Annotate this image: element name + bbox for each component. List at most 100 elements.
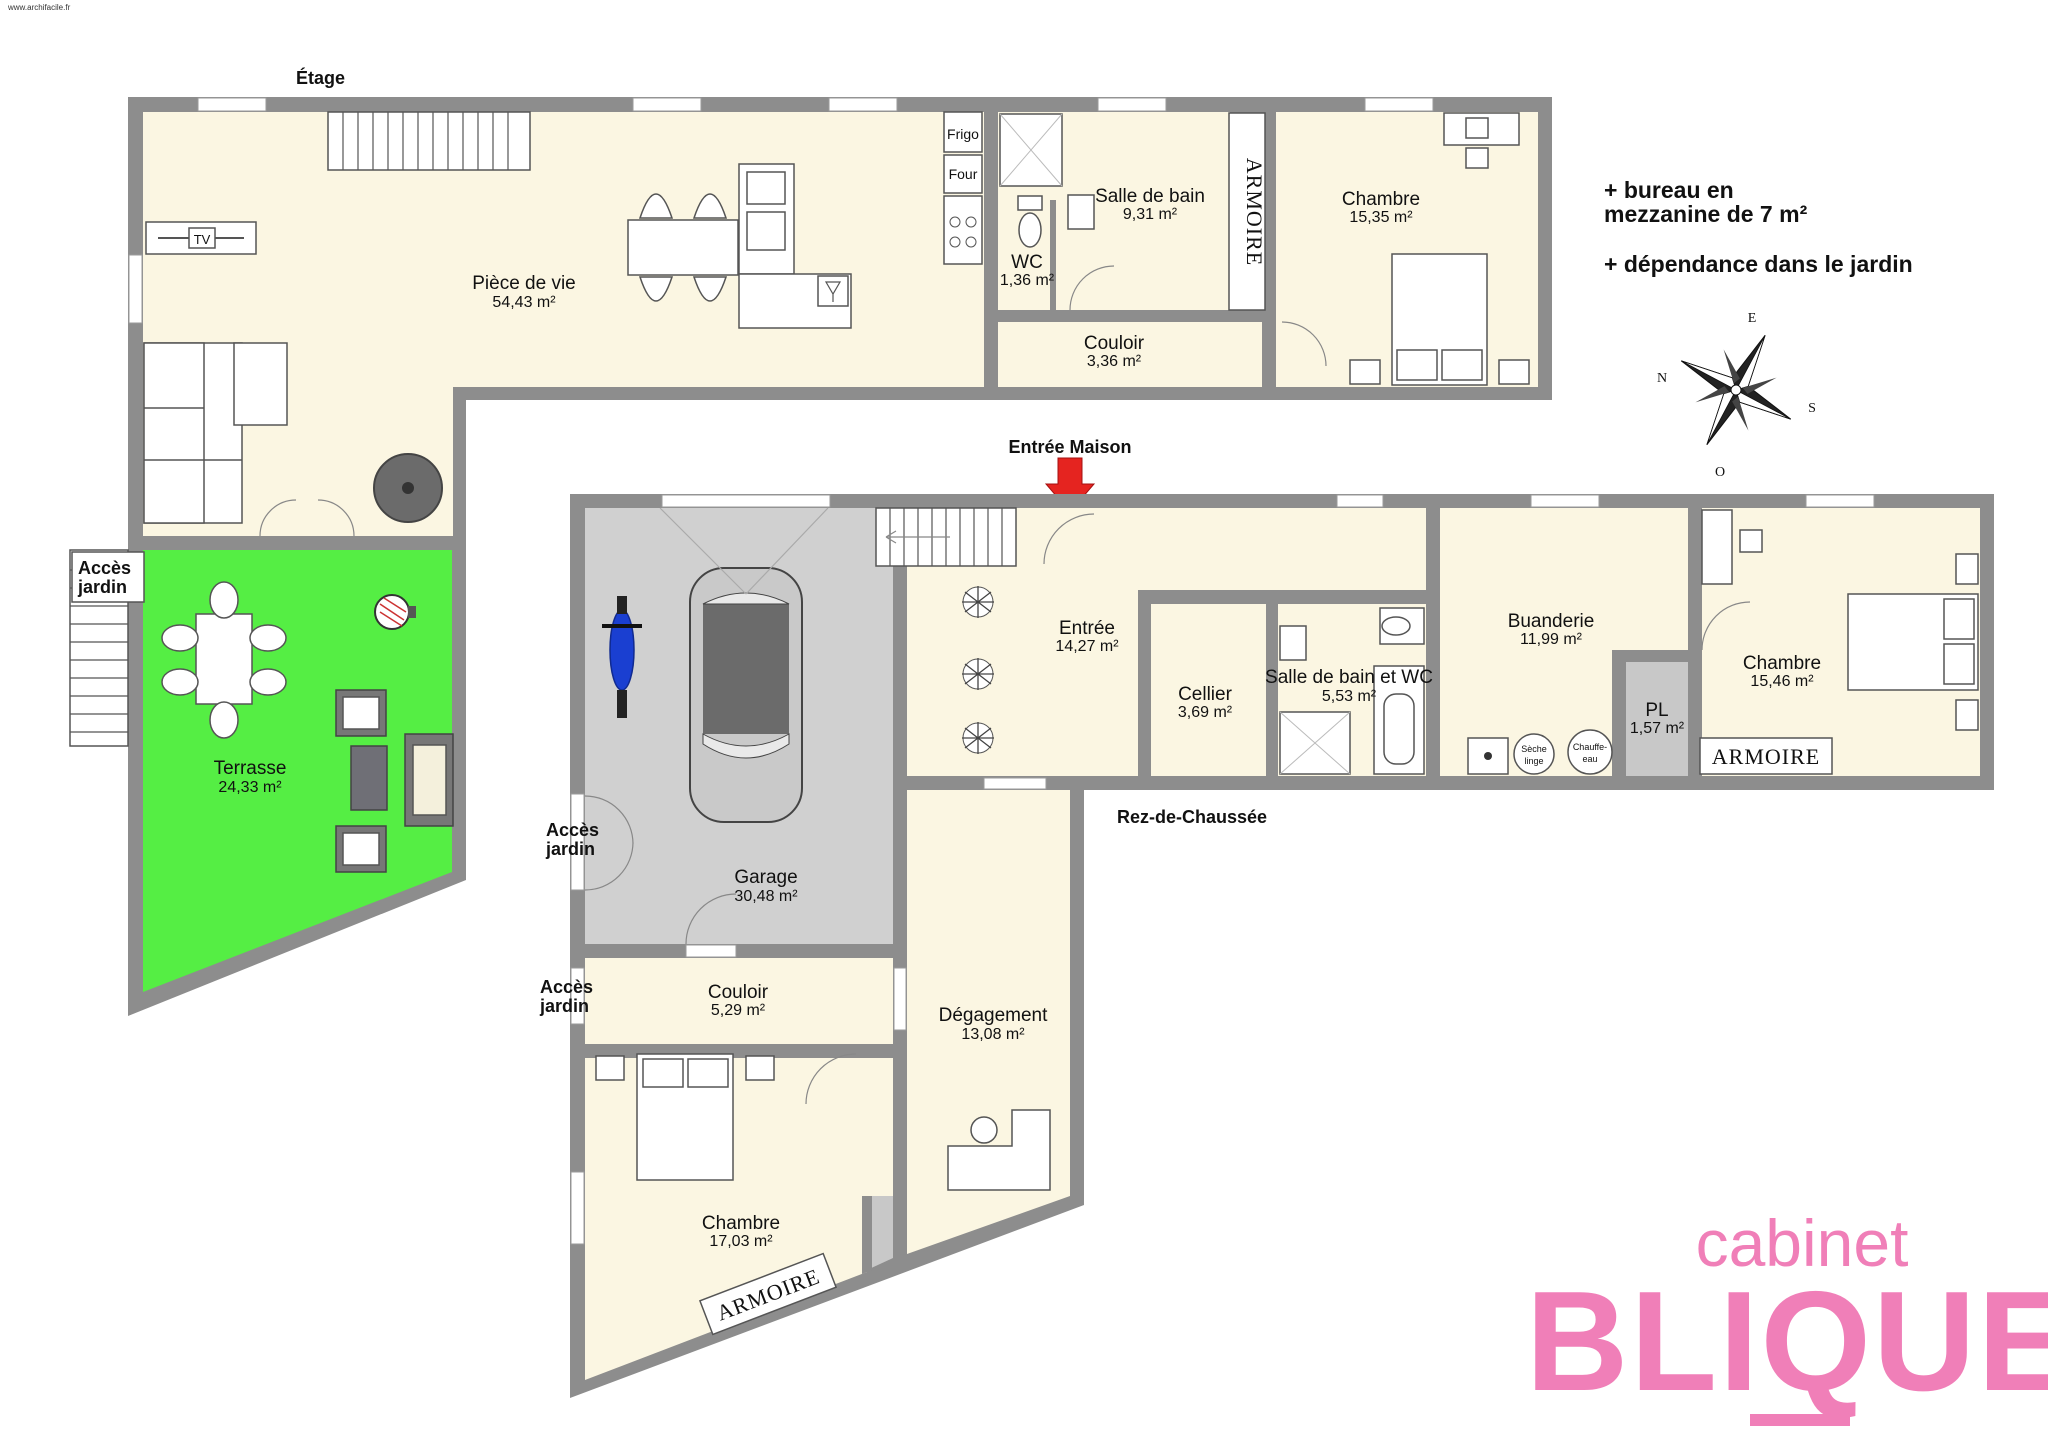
cellier-floor xyxy=(1151,604,1266,776)
note-line-1: + bureau en xyxy=(1604,177,1734,203)
room-area-sdb: 9,31 m² xyxy=(1123,206,1178,223)
wardrobe-label: ARMOIRE xyxy=(1242,158,1267,266)
plant-icon xyxy=(962,586,994,754)
garden-access-label-1b: jardin xyxy=(77,577,127,597)
garden-access-label-3: Accès xyxy=(540,977,593,997)
window xyxy=(570,793,585,891)
room-name-chambre-rdc: Chambre xyxy=(1743,653,1821,674)
garden-access-label-2b: jardin xyxy=(545,839,595,859)
note-line-3: + dépendance dans le jardin xyxy=(1604,251,1913,277)
water-heater-label-2: eau xyxy=(1582,754,1597,764)
stairs-upper xyxy=(327,111,531,171)
motorcycle-icon xyxy=(602,596,642,718)
notes: + bureau en mezzanine de 7 m² + dépendan… xyxy=(1604,177,1913,277)
dining-table xyxy=(627,193,739,302)
desk-ground xyxy=(1701,509,1763,585)
oven-label: Four xyxy=(949,166,978,182)
compass-south: S xyxy=(1808,401,1816,416)
coffee-table xyxy=(233,342,288,426)
shower xyxy=(999,113,1063,187)
exterior-stairs: Accès jardin xyxy=(69,549,145,747)
garden-access-label-1: Accès xyxy=(78,558,131,578)
living-room-floor xyxy=(143,112,984,536)
window xyxy=(570,967,585,1025)
ground-floor: Entrée Maison xyxy=(539,437,1994,1398)
upper-floor: Étage TV xyxy=(128,67,1552,550)
inner-wall xyxy=(1138,590,1426,604)
window xyxy=(632,97,702,112)
compass-rose-icon xyxy=(1680,334,1792,446)
nightstand xyxy=(1349,359,1381,385)
water-heater-label-1: Chauffe- xyxy=(1573,742,1607,752)
wardrobe-label-ground: ARMOIRE xyxy=(1712,744,1820,769)
logo-underline xyxy=(1750,1414,1850,1426)
door-swing xyxy=(1281,321,1327,367)
compass-east: E xyxy=(1748,311,1757,326)
tv-unit: TV xyxy=(145,221,257,255)
window xyxy=(828,97,898,112)
room-name-degagement: Dégagement xyxy=(939,1005,1049,1026)
garden-access-label-3b: jardin xyxy=(539,996,589,1016)
inner-wall xyxy=(1688,508,1702,776)
inner-wall xyxy=(862,1196,872,1274)
garage-door-swing xyxy=(659,507,829,595)
bbq-icon xyxy=(374,594,416,630)
window xyxy=(685,944,737,958)
room-name-wc: WC xyxy=(1011,252,1043,273)
note-line-2: mezzanine de 7 m² xyxy=(1604,201,1808,227)
room-area-piece-de-vie: 54,43 m² xyxy=(492,294,556,311)
room-area-wc: 1,36 m² xyxy=(1000,272,1055,289)
upper-floor-label: Étage xyxy=(296,67,345,88)
bed-upper xyxy=(1391,253,1488,386)
room-area-buanderie: 11,99 m² xyxy=(1520,631,1583,648)
inner-wall xyxy=(1612,650,1626,776)
tv-label: TV xyxy=(194,232,211,247)
room-name-garage: Garage xyxy=(734,867,797,888)
sdb-wc-fixtures xyxy=(1279,607,1425,775)
couloir-rdc-floor xyxy=(585,958,893,1044)
inner-wall xyxy=(1426,508,1440,776)
room-area-entree: 14,27 m² xyxy=(1055,638,1119,655)
room-name-cellier: Cellier xyxy=(1178,684,1233,705)
window xyxy=(128,254,143,324)
door-swing xyxy=(259,499,355,537)
entrance-floor-2 xyxy=(907,576,1139,776)
room-area-garage: 30,48 m² xyxy=(734,888,798,905)
window xyxy=(983,777,1047,790)
window xyxy=(1530,494,1600,508)
inner-wall xyxy=(893,1058,907,1196)
nightstand xyxy=(1955,553,1979,585)
door-swing xyxy=(685,893,737,945)
inner-wall xyxy=(1612,650,1688,662)
wardrobe-ground: ARMOIRE xyxy=(1699,737,1833,775)
dryer-label-1: Sèche xyxy=(1521,744,1547,754)
fridge-oven-column: Frigo Four xyxy=(943,111,983,265)
window xyxy=(661,494,831,508)
room-name-couloir-etage: Couloir xyxy=(1084,333,1145,354)
laundry-fixtures: Sèche linge Chauffe- eau xyxy=(1467,729,1613,775)
room-area-degagement: 13,08 m² xyxy=(961,1026,1025,1043)
door-swing xyxy=(1043,513,1095,565)
nightstand xyxy=(1498,359,1530,385)
room-area-terrasse: 24,33 m² xyxy=(218,779,282,796)
entrance-label: Entrée Maison xyxy=(1008,437,1131,457)
inner-wall xyxy=(1266,604,1278,776)
room-name-buanderie: Buanderie xyxy=(1508,611,1595,632)
inner-wall xyxy=(893,776,1994,790)
room-name-sdb-wc: Salle de bain et WC xyxy=(1265,667,1433,688)
room-area-couloir-etage: 3,36 m² xyxy=(1087,353,1142,370)
fridge-label: Frigo xyxy=(947,126,979,142)
terrace: Terrasse 24,33 m² xyxy=(128,536,466,1016)
garden-access-label-2: Accès xyxy=(546,820,599,840)
room-area-pl: 1,57 m² xyxy=(1630,720,1685,737)
nightstand xyxy=(1955,699,1979,731)
closet-recess xyxy=(867,1196,893,1270)
washbasin xyxy=(1067,194,1095,230)
desk-degagement xyxy=(947,1109,1051,1191)
inner-wall xyxy=(1050,200,1056,310)
sofa xyxy=(143,342,243,524)
room-area-chambre-sud: 17,03 m² xyxy=(709,1233,773,1250)
bed-south xyxy=(636,1053,734,1181)
window xyxy=(570,1171,585,1245)
window xyxy=(1336,494,1384,508)
